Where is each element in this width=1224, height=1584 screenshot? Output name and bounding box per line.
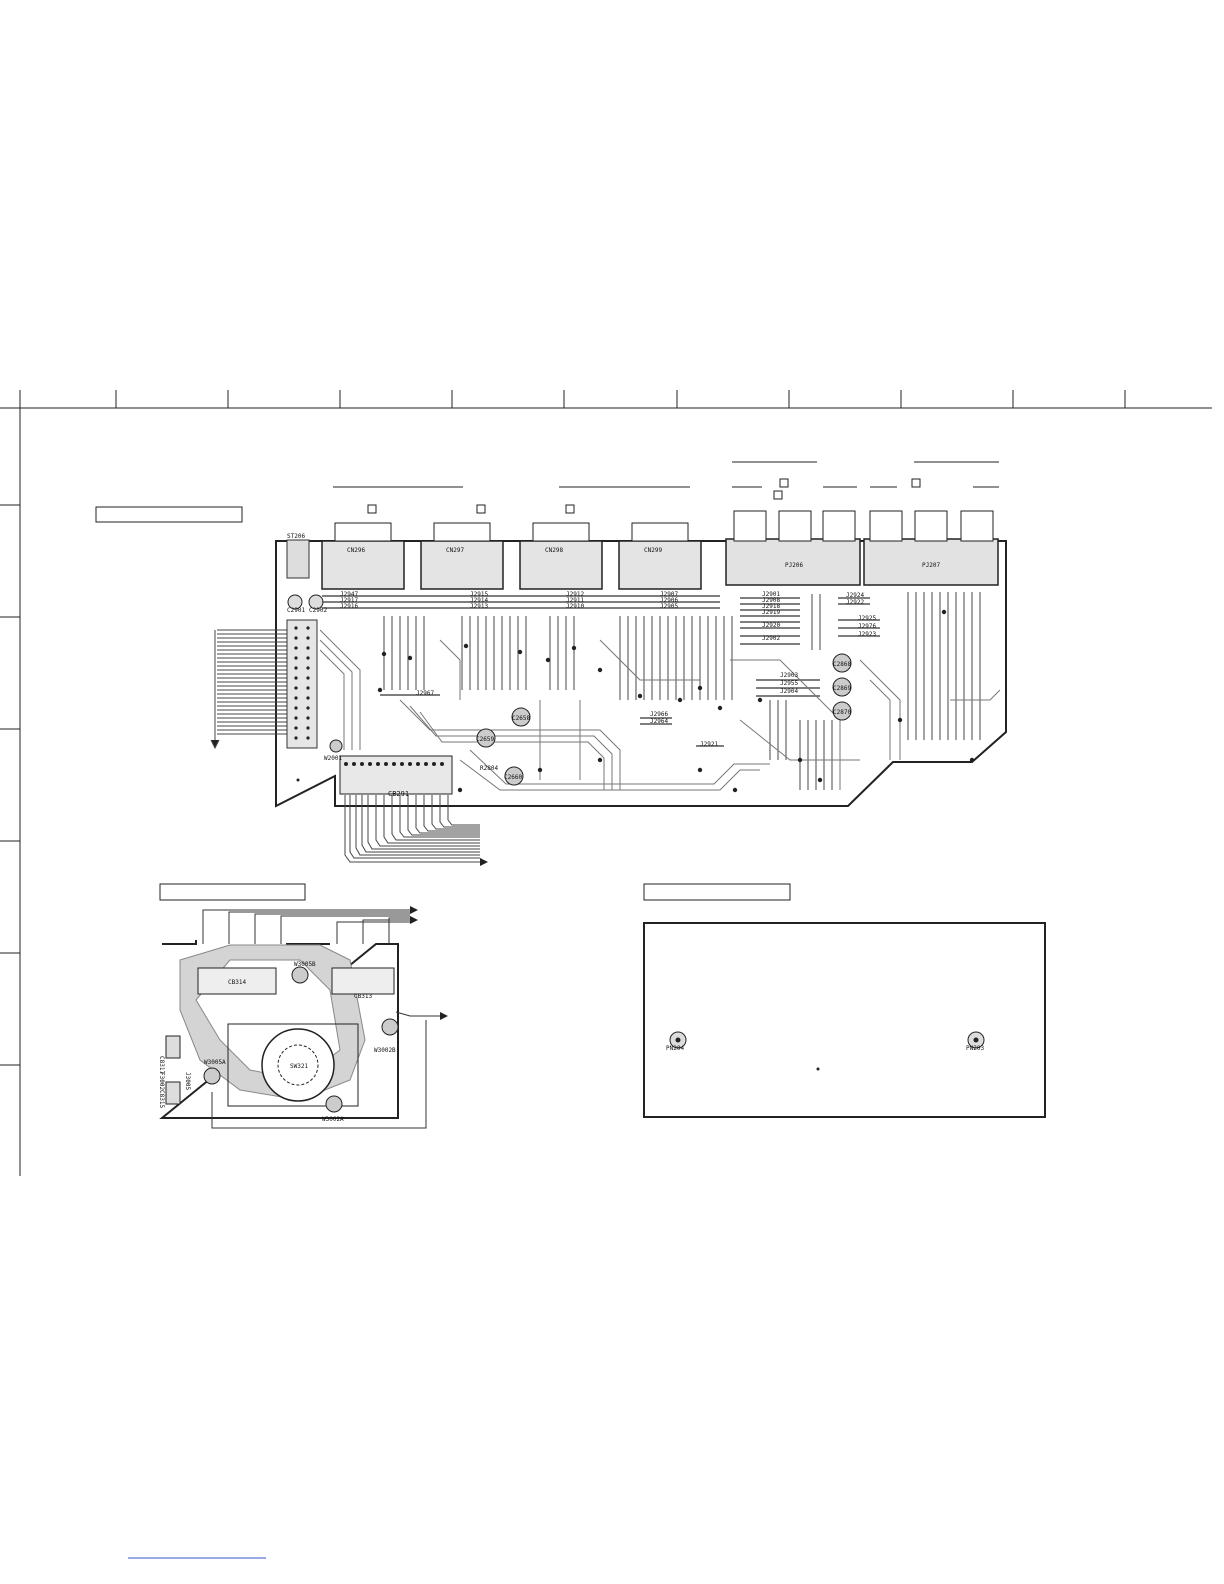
sheet-frame <box>0 390 1212 1176</box>
jumper-label: J2905 <box>660 603 678 610</box>
jumper-label: J2921 <box>700 741 718 748</box>
c2868-label: C2868 <box>833 661 851 668</box>
cn299-label: CN299 <box>644 547 662 554</box>
c2659-label: C2659 <box>476 736 494 743</box>
bottom-ribbon-wires <box>344 795 488 866</box>
rca-jack-pj207: PJ207 <box>863 510 999 586</box>
cn296-label: CN296 <box>347 547 365 554</box>
jumper-label: J2947 <box>340 591 358 598</box>
main-board: CB291 ST206 <box>210 510 1007 866</box>
jumper-label: J2914 <box>470 597 488 604</box>
dsub-cn296: CN296 <box>321 522 405 590</box>
jumper-label: J2920 <box>762 622 780 629</box>
jumper-label: J2976 <box>858 623 876 630</box>
f3002-label: F3002 <box>158 1072 165 1090</box>
c8317-label: C8317 <box>158 1056 165 1074</box>
jumper-label: J2924 <box>846 592 864 599</box>
jumper-label: J2966 <box>650 711 668 718</box>
jumper-label: J2915 <box>470 591 488 598</box>
cb313-label: CB313 <box>354 993 372 1000</box>
c2901-label: C2901 <box>287 607 305 614</box>
j3005-label: J3005 <box>184 1072 191 1090</box>
w2001-label: W2001 <box>324 755 342 762</box>
bus-traces <box>322 595 880 747</box>
jumper-label: J2912 <box>566 591 584 598</box>
vertical-traces <box>383 592 981 790</box>
pn204-label: PN204 <box>666 1045 684 1052</box>
rca-jack-pj206: PJ206 <box>725 510 861 586</box>
left-ribbon-wires <box>210 629 296 750</box>
c2902-label: C2902 <box>309 607 327 614</box>
st206-label: ST206 <box>287 533 305 540</box>
c2658-label: C2658 <box>512 715 530 722</box>
w3005a-label: W3005A <box>204 1059 226 1066</box>
pj206-label: PJ206 <box>785 562 803 569</box>
dsub-cn298: CN298 <box>519 522 603 590</box>
jumper-label: J2923 <box>858 631 876 638</box>
jumper-label: J2922 <box>846 599 864 606</box>
dsub-cn299: CN299 <box>618 522 702 590</box>
pn203-label: PN203 <box>966 1045 984 1052</box>
header-lines <box>333 461 999 514</box>
w3005b-label: W3005B <box>294 961 316 968</box>
jumper-label: J2910 <box>566 603 584 610</box>
jumper-label: J2908 <box>762 597 780 604</box>
jumper-labels: J2947 J2917 J2916 J2915 J2914 J2913 J291… <box>340 591 876 748</box>
jumper-label: J2964 <box>650 718 668 725</box>
cb291-label: CB291 <box>388 790 409 798</box>
routing-traces <box>319 629 1001 791</box>
c2870-label: C2870 <box>833 709 851 716</box>
cb314-label: CB314 <box>228 979 246 986</box>
w3002a-label: W3002A <box>322 1116 344 1123</box>
jumper-label: J2907 <box>660 591 678 598</box>
dsub-cn297: CN297 <box>420 522 504 590</box>
jumper-label: J2955 <box>780 680 798 687</box>
jumper-label: J2919 <box>762 609 780 616</box>
w3002b-label: W3002B <box>374 1047 396 1054</box>
via-pads <box>296 609 975 793</box>
jumper-label: J2925 <box>858 615 876 622</box>
sw321-label: SW321 <box>290 1063 308 1070</box>
cn297-label: CN297 <box>446 547 464 554</box>
electrolytic-caps <box>329 653 852 786</box>
pj207-label: PJ207 <box>922 562 940 569</box>
jumper-label: J2901 <box>762 591 780 598</box>
section-title-box-panel <box>643 883 791 901</box>
jumper-label: J2916 <box>340 603 358 610</box>
jumper-label: J2967 <box>416 690 434 697</box>
jumper-label: J2913 <box>470 603 488 610</box>
jumper-label: J2902 <box>762 635 780 642</box>
switch-board: CB314 CB313 SW321 W3005B W3002B W3002A W… <box>158 906 448 1129</box>
section-title-box-main <box>95 506 243 523</box>
c2869-label: C2869 <box>833 685 851 692</box>
jumper-label: J2903 <box>780 672 798 679</box>
jumper-label: J2918 <box>762 603 780 610</box>
jumper-label: J2911 <box>566 597 584 604</box>
r2804-label: R2804 <box>480 765 498 772</box>
c8315-label: C8315 <box>158 1090 165 1108</box>
cn298-label: CN298 <box>545 547 563 554</box>
jumper-label: J2917 <box>340 597 358 604</box>
panel-board: PN204 PN203 <box>643 922 1046 1118</box>
jumper-label: J2906 <box>660 597 678 604</box>
section-title-box-switch <box>159 883 306 901</box>
jumper-label: J2904 <box>780 688 798 695</box>
c2660-label: C2660 <box>504 774 522 781</box>
